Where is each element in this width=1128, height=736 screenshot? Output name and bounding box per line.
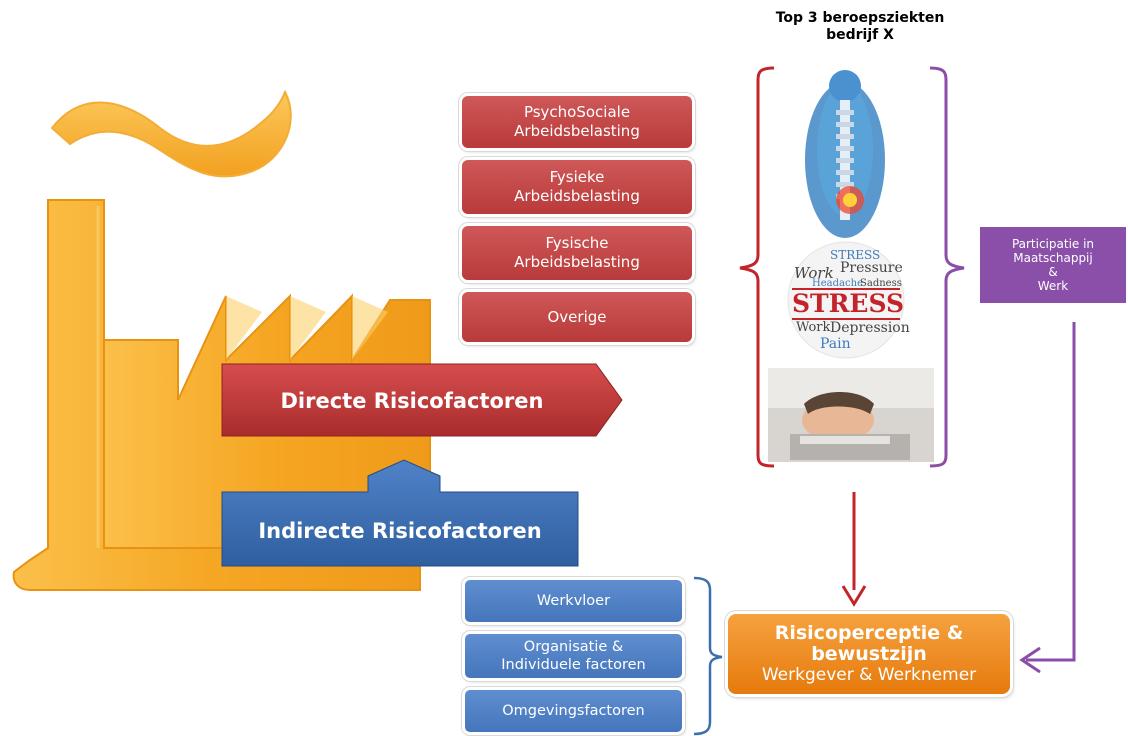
factor-label: Werkvloer	[536, 593, 611, 609]
indirect-risk-label: Indirecte Risicofactoren	[258, 519, 542, 543]
stress-word: Pain	[820, 336, 851, 352]
stress-word: Sadness	[860, 278, 902, 289]
red-bracket	[739, 66, 775, 468]
stress-word: Work	[794, 264, 834, 282]
red-down-arrowhead	[841, 585, 867, 607]
stress-words: Work Pressure Headache Sadness STRESS ST…	[790, 246, 910, 356]
stress-sphere-image	[787, 241, 905, 359]
purple-bracket	[929, 66, 965, 468]
purple-connector	[1026, 322, 1076, 662]
participatie-label: Participatie in Maatschappij & Werk	[1011, 237, 1095, 293]
stress-word: Depression	[830, 320, 910, 336]
participatie-box: Participatie in Maatschappij & Werk	[980, 227, 1126, 303]
factor-label: Omgevingsfactoren	[502, 703, 645, 719]
factor-label: PsychoSociale Arbeidsbelasting	[514, 103, 640, 140]
stress-word: STRESS	[830, 248, 881, 262]
purple-arrowhead	[1019, 646, 1041, 674]
direct-risk-arrow	[221, 363, 623, 437]
risicoperceptie-subtitle: Werkgever & Werknemer	[761, 664, 977, 685]
back-pain-image	[776, 70, 926, 238]
indirect-factor-organisatie: Organisatie & Individuele factoren	[465, 634, 682, 678]
direct-factor-fysische: Fysische Arbeidsbelasting	[462, 226, 692, 280]
stress-word: Work	[796, 320, 831, 335]
factor-label: Overige	[547, 307, 607, 326]
indirect-factor-werkvloer: Werkvloer	[465, 580, 682, 622]
factor-label: Fysieke Arbeidsbelasting	[514, 168, 640, 205]
sleeping-man-image	[768, 368, 934, 462]
direct-factor-psychosociale: PsychoSociale Arbeidsbelasting	[462, 96, 692, 148]
direct-factor-fysieke: Fysieke Arbeidsbelasting	[462, 160, 692, 214]
risicoperceptie-title: Risicoperceptie & bewustzijn	[774, 621, 964, 665]
factor-label: Fysische Arbeidsbelasting	[514, 234, 640, 271]
blue-bracket	[693, 576, 723, 736]
indirect-factor-omgeving: Omgevingsfactoren	[465, 690, 682, 732]
direct-risk-label: Directe Risicofactoren	[280, 389, 544, 413]
stress-word-main: STRESS	[792, 288, 905, 320]
stress-word: Pressure	[840, 260, 903, 276]
stress-word: Headache	[812, 278, 863, 289]
risicoperceptie-box: Risicoperceptie & bewustzijn Werkgever &…	[728, 614, 1010, 694]
factor-label: Organisatie & Individuele factoren	[501, 639, 646, 673]
direct-factor-overige: Overige	[462, 292, 692, 342]
indirect-risk-arrow	[221, 459, 579, 567]
smoke-shape	[50, 89, 292, 178]
top3-title: Top 3 beroepsziekten bedrijf X	[775, 10, 945, 43]
